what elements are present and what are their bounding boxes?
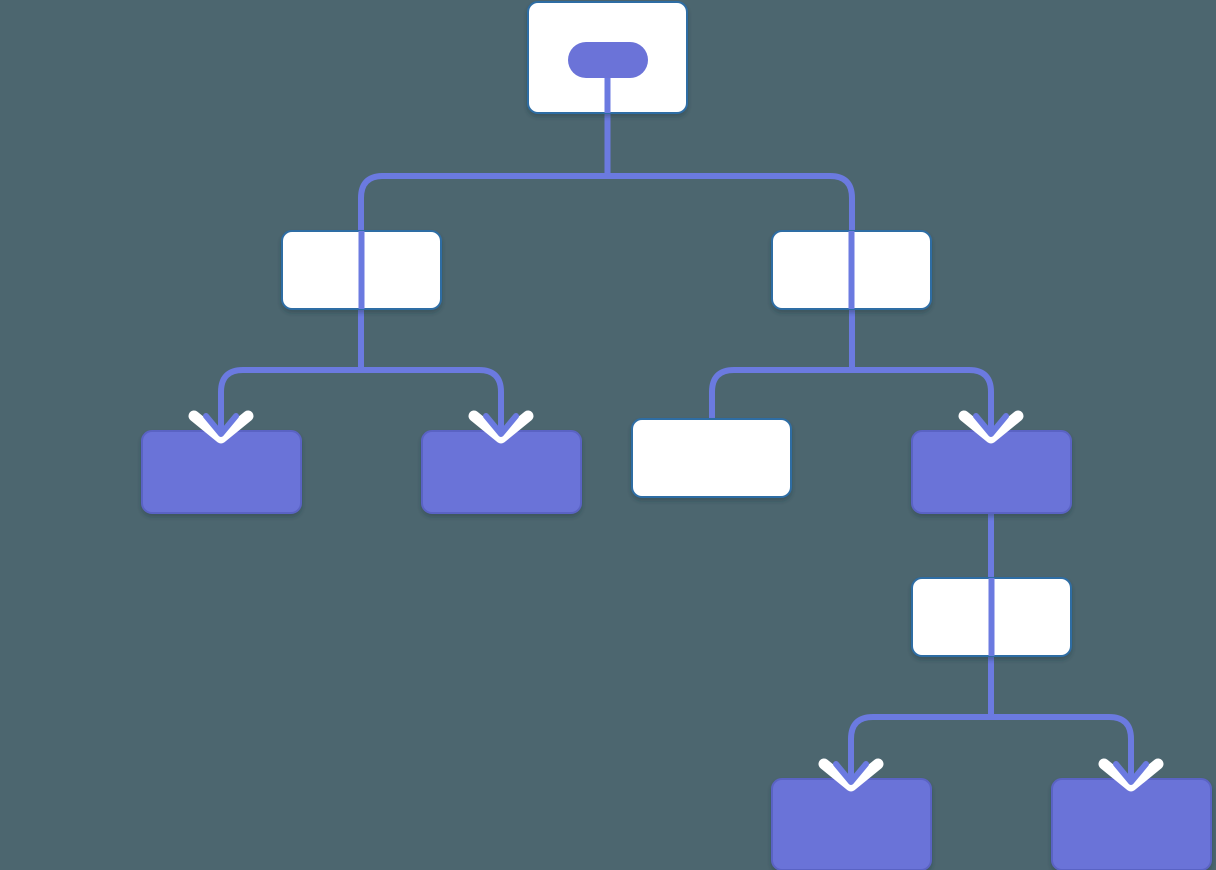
connector-deep-to-leaf-4[interactable] — [848, 714, 991, 786]
connector-left-to-leaf-2[interactable] — [361, 367, 504, 438]
leaf-node-5[interactable] — [1051, 778, 1212, 870]
leaf-node-3[interactable] — [631, 418, 792, 498]
arrow-head-icon — [483, 413, 519, 437]
leaf-node-3-shape — [631, 418, 792, 498]
arrow-down-icon — [958, 410, 1024, 444]
chevron-down-icon — [818, 758, 884, 792]
arrow-head-icon — [833, 761, 869, 785]
arrow-head-icon — [973, 413, 1009, 437]
arrow-down-icon — [188, 410, 254, 444]
arrow-down-icon — [1098, 758, 1164, 792]
connector-root-to-left-branch[interactable] — [358, 173, 608, 258]
connector-left-to-leaf-1[interactable] — [218, 367, 361, 438]
connector-right-to-leaf-3[interactable] — [709, 367, 852, 419]
root-node[interactable] — [527, 1, 688, 114]
root-node-pill-badge — [568, 42, 648, 78]
chevron-down-icon — [468, 410, 534, 444]
connector-root-to-right-branch[interactable] — [607, 173, 855, 258]
arrow-down-icon — [818, 758, 884, 792]
leaf-node-4-shape — [771, 778, 932, 870]
leaf-node-5-shape — [1051, 778, 1212, 870]
arrow-head-icon — [203, 413, 239, 437]
chevron-down-icon — [188, 410, 254, 444]
arrow-down-icon — [468, 410, 534, 444]
connector-deep-to-leaf-5[interactable] — [991, 714, 1134, 786]
leaf-node-4[interactable] — [771, 778, 932, 870]
chevron-down-icon — [1098, 758, 1164, 792]
arrow-head-icon — [1113, 761, 1149, 785]
connector-right-to-lower-branch[interactable] — [852, 367, 994, 438]
line-through-layer — [358, 78, 995, 656]
marker-layer — [188, 410, 1164, 792]
chevron-down-icon — [958, 410, 1024, 444]
